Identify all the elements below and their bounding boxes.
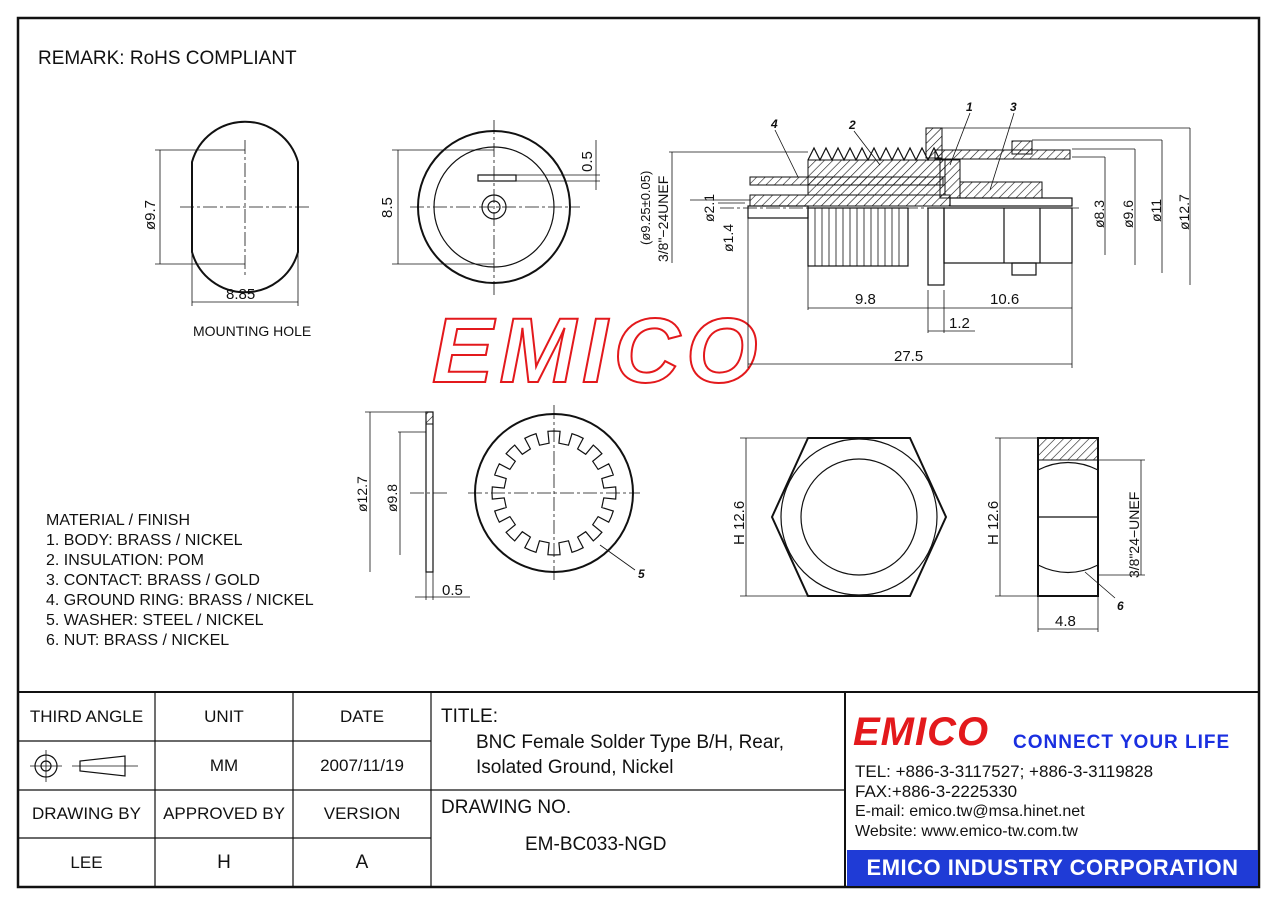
version-value: A [355, 851, 369, 873]
callout-4: 4 [770, 117, 778, 131]
material-item: 5. WASHER: STEEL / NICKEL [46, 612, 264, 629]
company-name-banner: EMICO INDUSTRY CORPORATION [847, 850, 1258, 886]
callout-3: 3 [1010, 100, 1017, 114]
dim-length-9-8: 9.8 [855, 291, 876, 308]
mounting-hole-view: ø9.7 8.85 MOUNTING HOLE [142, 120, 312, 339]
dim-d2-1: ø2.1 [701, 194, 717, 222]
mounting-hole-diameter: ø9.7 [142, 200, 159, 230]
material-item: 3. CONTACT: BRASS / GOLD [46, 572, 260, 589]
nut-height-front: H 12.6 [731, 501, 748, 545]
drawing-by-value: LEE [70, 852, 103, 872]
material-item: 4. GROUND RING: BRASS / NICKEL [46, 592, 314, 609]
dim-d8-3: ø8.3 [1091, 200, 1107, 228]
dim-length-10-6: 10.6 [990, 291, 1019, 308]
company-logo: EMICO [853, 712, 989, 752]
approved-by-value: H [217, 851, 231, 873]
version-label: VERSION [323, 804, 401, 823]
third-angle-label: THIRD ANGLE [29, 706, 144, 726]
dim-d12-7: ø12.7 [1176, 194, 1192, 230]
date-label: DATE [339, 706, 385, 726]
logo-text: EMICO [853, 710, 990, 754]
washer-outer-dia: ø12.7 [354, 476, 370, 512]
company-block: EMICO CONNECT YOUR LIFE TEL: +886-3-3117… [847, 694, 1258, 886]
unit-label: UNIT [204, 706, 244, 726]
title-label: TITLE: [441, 706, 499, 727]
material-heading: MATERIAL / FINISH [46, 512, 190, 529]
nut-thickness: 4.8 [1055, 613, 1076, 630]
remark: REMARK: RoHS COMPLIANT [38, 48, 297, 69]
front-height: 8.5 [379, 197, 396, 218]
unit-value: MM [209, 755, 239, 775]
material-list: MATERIAL / FINISH 1. BODY: BRASS / NICKE… [46, 512, 314, 649]
dim-d1-4: ø1.4 [720, 224, 736, 252]
nut-side-view: H 12.6 3/8"24−UNEF 4.8 6 [985, 437, 1145, 632]
callout-5: 5 [638, 567, 645, 581]
material-item: 1. BODY: BRASS / NICKEL [46, 532, 243, 549]
company-website: Website: www.emico-tw.com.tw [855, 823, 1078, 840]
approved-by-label: APPROVED BY [163, 804, 285, 823]
drawing-no-label: DRAWING NO. [441, 797, 572, 818]
front-view: 8.5 0.5 [379, 120, 600, 295]
date-value: 2007/11/19 [320, 755, 404, 775]
nut-height-side: H 12.6 [985, 501, 1002, 545]
title-line-2: Isolated Ground, Nickel [476, 757, 674, 778]
section-view: 4 2 1 3 3/8"−24UNEF (ø9.25±0.05) ø2.1 ø1… [638, 100, 1192, 368]
third-angle-projection-icon [30, 750, 138, 782]
mounting-hole-flat: 8.85 [226, 286, 255, 303]
nut-thread: 3/8"24−UNEF [1126, 492, 1142, 578]
watermark: EMICO [432, 300, 764, 402]
company-fax: FAX:+886-3-2225330 [855, 782, 1018, 801]
dim-length-1-2: 1.2 [949, 315, 970, 332]
washer-thickness: 0.5 [442, 582, 463, 599]
callout-2: 2 [848, 118, 856, 132]
dim-d9-6: ø9.6 [1120, 200, 1136, 228]
callout-1: 1 [966, 100, 973, 114]
washer-front-view: 5 [468, 405, 645, 581]
washer-inner-dia: ø9.8 [384, 484, 400, 512]
pin-dimension: 0.5 [579, 151, 596, 172]
drawing-frame [16, 16, 1261, 889]
thread-spec: 3/8"−24UNEF [655, 176, 671, 262]
title-block-grid [18, 691, 1259, 887]
title-line-1: BNC Female Solder Type B/H, Rear, [476, 732, 784, 753]
drawing-no-value: EM-BC033-NGD [525, 834, 667, 855]
thread-pitch-diameter: (ø9.25±0.05) [638, 171, 653, 245]
callout-6: 6 [1117, 599, 1124, 613]
company-tel: TEL: +886-3-3117527; +886-3-3119828 [855, 762, 1154, 781]
material-item: 6. NUT: BRASS / NICKEL [46, 632, 229, 649]
drawing-by-label: DRAWING BY [32, 804, 141, 823]
company-slogan: CONNECT YOUR LIFE [1013, 732, 1231, 753]
dim-total-length: 27.5 [894, 348, 923, 365]
washer-side-view: ø12.7 ø9.8 0.5 [354, 411, 470, 600]
dim-d11: ø11 [1148, 199, 1164, 222]
nut-front-view: H 12.6 [731, 437, 948, 597]
body-knurl [807, 207, 909, 267]
material-item: 2. INSULATION: POM [46, 552, 204, 569]
mounting-hole-label: MOUNTING HOLE [193, 323, 311, 339]
company-email: E-mail: emico.tw@msa.hinet.net [855, 803, 1085, 820]
